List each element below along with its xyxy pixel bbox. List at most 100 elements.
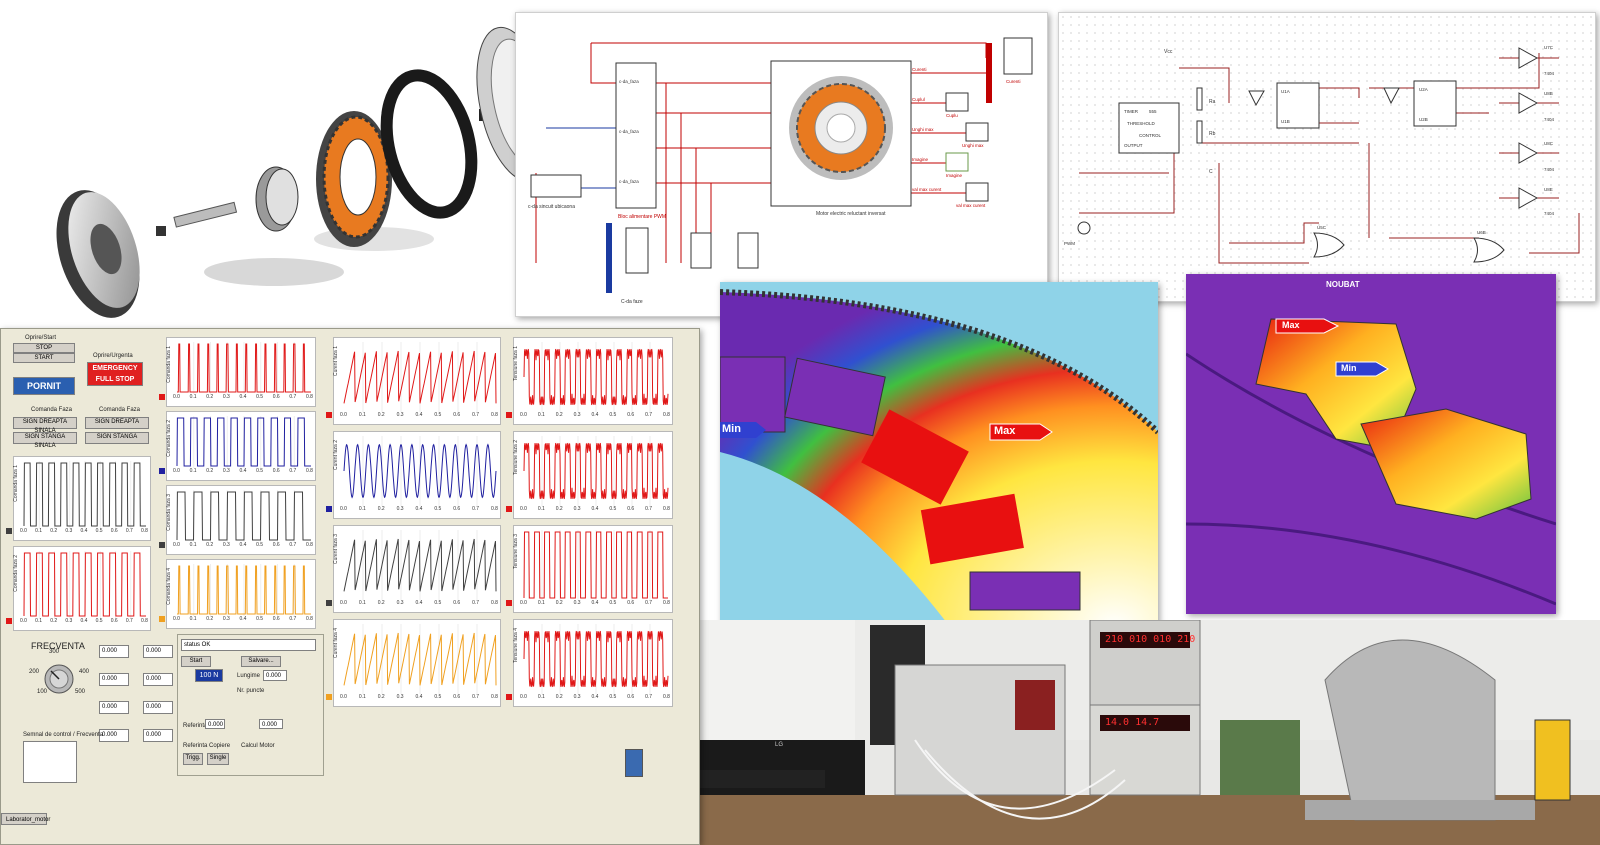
- emergency-stop-button[interactable]: EMERGENCY FULL STOP: [87, 362, 143, 386]
- fem2-title: NOUBAT: [1326, 280, 1360, 289]
- tick-label: 0.0: [20, 528, 27, 534]
- ref-input[interactable]: 0.000: [259, 719, 283, 729]
- sign-dreapta-sinala-button[interactable]: SIGN DREAPTA SINALA: [13, 417, 77, 434]
- single-button[interactable]: Single: [207, 753, 229, 765]
- save-button[interactable]: Salvare...: [241, 656, 281, 667]
- display-bottom: [1100, 715, 1190, 731]
- numeric-input[interactable]: 0.000: [99, 645, 129, 658]
- start-button[interactable]: START: [13, 353, 75, 363]
- tick-label: 0.6: [272, 616, 280, 622]
- frequency-knob[interactable]: [29, 653, 89, 701]
- stop-button[interactable]: STOP: [13, 343, 75, 353]
- sign-stanga-button[interactable]: SIGN STANGA: [85, 432, 149, 444]
- scope-faze[interactable]: [625, 227, 649, 274]
- tick-label: 0.0: [173, 394, 180, 400]
- schematic-drawing: TIMER 555 THRESHOLD CONTROL OUTPUT Vcc R…: [1064, 45, 1580, 264]
- tick-label: 0.5: [609, 694, 617, 700]
- numeric-input[interactable]: 0.000: [143, 729, 173, 742]
- lab-photo-panel: 210 010 010 210 14.0 14.7 LG: [695, 620, 1600, 845]
- ref-input[interactable]: 0.000: [205, 719, 225, 729]
- numeric-input[interactable]: 0.000: [99, 729, 129, 742]
- resistor-ra: [1196, 87, 1203, 111]
- pornit-indicator: PORNIT: [13, 377, 75, 395]
- tick-label: 0.1: [358, 412, 366, 418]
- tick-label: 0.7: [289, 542, 297, 548]
- trace-line: [343, 443, 497, 499]
- color-marker: [159, 394, 165, 400]
- taskbar-item[interactable]: Laborator_motor: [1, 813, 50, 825]
- tick-label: 0.2: [377, 412, 385, 418]
- numeric-input[interactable]: 0.000: [143, 701, 173, 714]
- scope-cuplu[interactable]: [945, 92, 969, 112]
- scope-small[interactable]: [690, 232, 712, 269]
- sign-stanga-sinala-button[interactable]: SIGN STANGA SINALA: [13, 432, 77, 449]
- vi-icon[interactable]: [625, 749, 643, 777]
- scope-curent-max[interactable]: [965, 182, 989, 202]
- numeric-input[interactable]: 0.000: [99, 673, 129, 686]
- tick-label: 0.4: [415, 506, 423, 512]
- numeric-input[interactable]: 0.000: [99, 701, 129, 714]
- trigger-button[interactable]: Trigg.: [183, 753, 203, 765]
- calcul-label: Calcul Motor: [241, 743, 275, 749]
- mux-block: [986, 43, 992, 103]
- tick-label: 0.0: [520, 600, 527, 606]
- tick-label: 0.8: [491, 600, 498, 606]
- freq-tick: 500: [75, 689, 86, 695]
- tick-label: 0.3: [65, 528, 73, 534]
- cad-exploded-view-panel: [34, 14, 529, 332]
- pwm-block[interactable]: [615, 62, 657, 209]
- start-acq-button[interactable]: Start: [181, 656, 211, 667]
- labview-front-panel: Oprire/Start STOP START PORNIT Oprire/Ur…: [0, 328, 700, 845]
- stator-edge: [1186, 522, 1556, 606]
- inverter-label: U7C: [1544, 45, 1554, 50]
- tick-label: 0.6: [453, 694, 461, 700]
- motor-thumbnail-icon: [789, 76, 893, 180]
- sign-dreapta-button[interactable]: SIGN DREAPTA: [85, 417, 149, 429]
- coil-hot: [1360, 408, 1532, 520]
- device-select[interactable]: status OK: [181, 639, 316, 651]
- tick-label: 0.4: [239, 616, 247, 622]
- scope-small[interactable]: [737, 232, 759, 269]
- tick-label: 0.2: [50, 528, 58, 534]
- scope-unghi[interactable]: [965, 122, 989, 142]
- tick-label: 0.6: [110, 618, 118, 624]
- numeric-input[interactable]: 0.000: [143, 645, 173, 658]
- trace-line: [343, 350, 497, 404]
- tick-label: 0.4: [415, 412, 423, 418]
- signal-list-box[interactable]: [23, 741, 77, 783]
- max2-label: Max: [1282, 320, 1300, 330]
- tick-label: 0.0: [340, 506, 347, 512]
- nr-puncte-label: Nr. puncte: [237, 688, 265, 694]
- numeric-input[interactable]: 0.000: [143, 673, 173, 686]
- tick-label: 0.7: [472, 600, 480, 606]
- pole-max: [861, 409, 969, 505]
- tick-label: 0.1: [35, 618, 43, 624]
- coil-min: [969, 571, 1081, 611]
- source-block[interactable]: [530, 174, 582, 198]
- tick-label: 0.8: [141, 528, 148, 534]
- part-label: 7404: [1544, 167, 1555, 172]
- tick-label: 0.1: [189, 542, 197, 548]
- scope-imagine[interactable]: [945, 152, 969, 172]
- lungime-input[interactable]: 0.000: [263, 670, 287, 681]
- motor-output-label: Imagine: [912, 157, 929, 162]
- scope-curenti[interactable]: [1003, 37, 1033, 75]
- tick-label: 0.7: [472, 694, 480, 700]
- tick-label: 0.2: [377, 600, 385, 606]
